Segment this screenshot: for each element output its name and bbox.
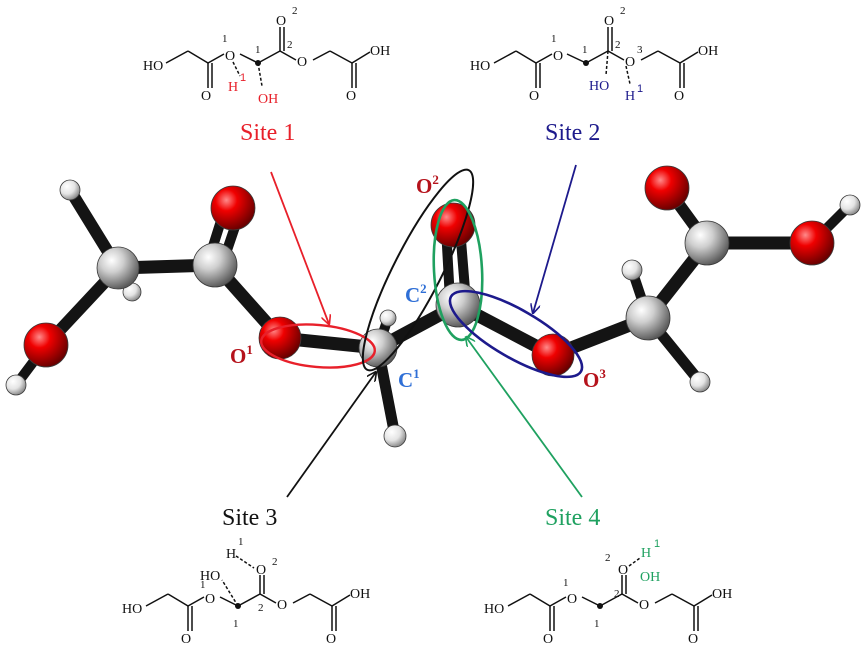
svg-text:HO: HO [484, 602, 504, 617]
svg-text:O: O [297, 55, 307, 70]
svg-text:H: H [625, 89, 635, 104]
svg-text:OH: OH [698, 44, 718, 59]
oxygen-atom-o1 [258, 316, 302, 360]
svg-text:1: 1 [637, 83, 643, 95]
svg-text:1: 1 [654, 538, 660, 550]
svg-text:2: 2 [272, 556, 278, 568]
site1-arrow [270, 171, 329, 324]
svg-text:O: O [346, 89, 356, 104]
hydrogen-atom [5, 374, 27, 396]
hydrogen-atom [621, 259, 643, 281]
site4-label: Site 4 [545, 505, 600, 531]
svg-text:1: 1 [233, 618, 239, 630]
svg-text:O: O [326, 632, 336, 647]
svg-text:O: O [201, 89, 211, 104]
svg-text:O: O [604, 14, 614, 29]
oxygen-atom [644, 165, 690, 211]
svg-text:3: 3 [637, 44, 643, 56]
svg-text:O: O [225, 49, 235, 64]
svg-text:OH: OH [350, 587, 370, 602]
svg-text:2: 2 [258, 602, 264, 614]
svg-text:2: 2 [292, 5, 298, 17]
svg-text:1: 1 [238, 536, 244, 548]
site4-ellipse [432, 198, 484, 342]
site3-arrow [286, 372, 376, 498]
svg-text:H: H [228, 80, 238, 95]
carbon-atom [684, 220, 730, 266]
hydrogen-atom [59, 179, 81, 201]
structure-site4: HO O O O O O OH H OH 1 1 2 2 1 [484, 538, 732, 647]
structure-site1: HO O O O O O OH H OH 1 1 2 2 1 [143, 5, 390, 107]
svg-text:1: 1 [594, 618, 600, 630]
svg-text:H: H [226, 547, 236, 562]
hydrogen-atom [383, 424, 407, 448]
oxygen-atom [210, 185, 256, 231]
label-c1: C1 [398, 366, 420, 392]
label-o2: O2 [416, 172, 439, 198]
site4-arrow [466, 337, 583, 498]
svg-text:OH: OH [640, 570, 660, 585]
svg-text:O: O [181, 632, 191, 647]
svg-text:1: 1 [222, 33, 228, 45]
svg-text:HO: HO [122, 602, 142, 617]
svg-text:O: O [674, 89, 684, 104]
svg-text:O: O [553, 49, 563, 64]
svg-text:OH: OH [370, 44, 390, 59]
site1-ellipse [259, 323, 377, 369]
oxygen-atom [789, 220, 835, 266]
site2-arrow [533, 164, 577, 313]
label-o1: O1 [230, 342, 253, 368]
svg-text:1: 1 [240, 72, 246, 84]
svg-text:O: O [256, 563, 266, 578]
svg-text:1: 1 [200, 579, 206, 591]
svg-text:HO: HO [470, 59, 490, 74]
svg-text:O: O [567, 592, 577, 607]
svg-text:HO: HO [589, 79, 609, 94]
svg-text:O: O [625, 55, 635, 70]
svg-text:2: 2 [615, 39, 621, 51]
svg-text:HO: HO [143, 59, 163, 74]
svg-text:O: O [277, 598, 287, 613]
svg-text:2: 2 [620, 5, 626, 17]
svg-text:O: O [276, 14, 286, 29]
svg-text:O: O [618, 563, 628, 578]
carbon-atom [96, 246, 140, 290]
structure-site3: HO O O O O O OH HO H 1 2 1 1 2 [122, 536, 370, 647]
atom-labels: O1 O2 O3 C1 C2 [230, 172, 606, 392]
oxygen-atom [23, 322, 69, 368]
svg-text:O: O [543, 632, 553, 647]
svg-text:OH: OH [712, 587, 732, 602]
svg-text:1: 1 [582, 44, 588, 56]
svg-text:2: 2 [614, 588, 620, 600]
hydrogen-atom [689, 371, 711, 393]
svg-text:2: 2 [605, 552, 611, 564]
molecule-3d-model [5, 165, 861, 448]
hydrogen-atom [839, 194, 861, 216]
carbon-atom [192, 242, 238, 288]
site2-ellipse [448, 289, 584, 379]
svg-text:O: O [688, 632, 698, 647]
label-o3: O3 [583, 366, 606, 392]
svg-text:1: 1 [255, 44, 261, 56]
site1-label: Site 1 [240, 120, 295, 146]
svg-text:H: H [641, 546, 651, 561]
structure-site2: HO O O O O O OH HO H 1 1 2 2 3 1 [470, 5, 718, 104]
svg-text:OH: OH [258, 92, 278, 107]
site2-label: Site 2 [545, 120, 600, 146]
label-c2: C2 [405, 281, 427, 307]
svg-text:1: 1 [563, 577, 569, 589]
svg-text:2: 2 [287, 39, 293, 51]
atoms [5, 165, 861, 448]
hydrogen-atom [379, 309, 397, 327]
site3-label: Site 3 [222, 505, 277, 531]
svg-text:O: O [639, 598, 649, 613]
svg-text:HO: HO [200, 569, 220, 584]
carbon-atom [625, 295, 671, 341]
svg-text:1: 1 [551, 33, 557, 45]
svg-text:O: O [529, 89, 539, 104]
svg-text:O: O [205, 592, 215, 607]
